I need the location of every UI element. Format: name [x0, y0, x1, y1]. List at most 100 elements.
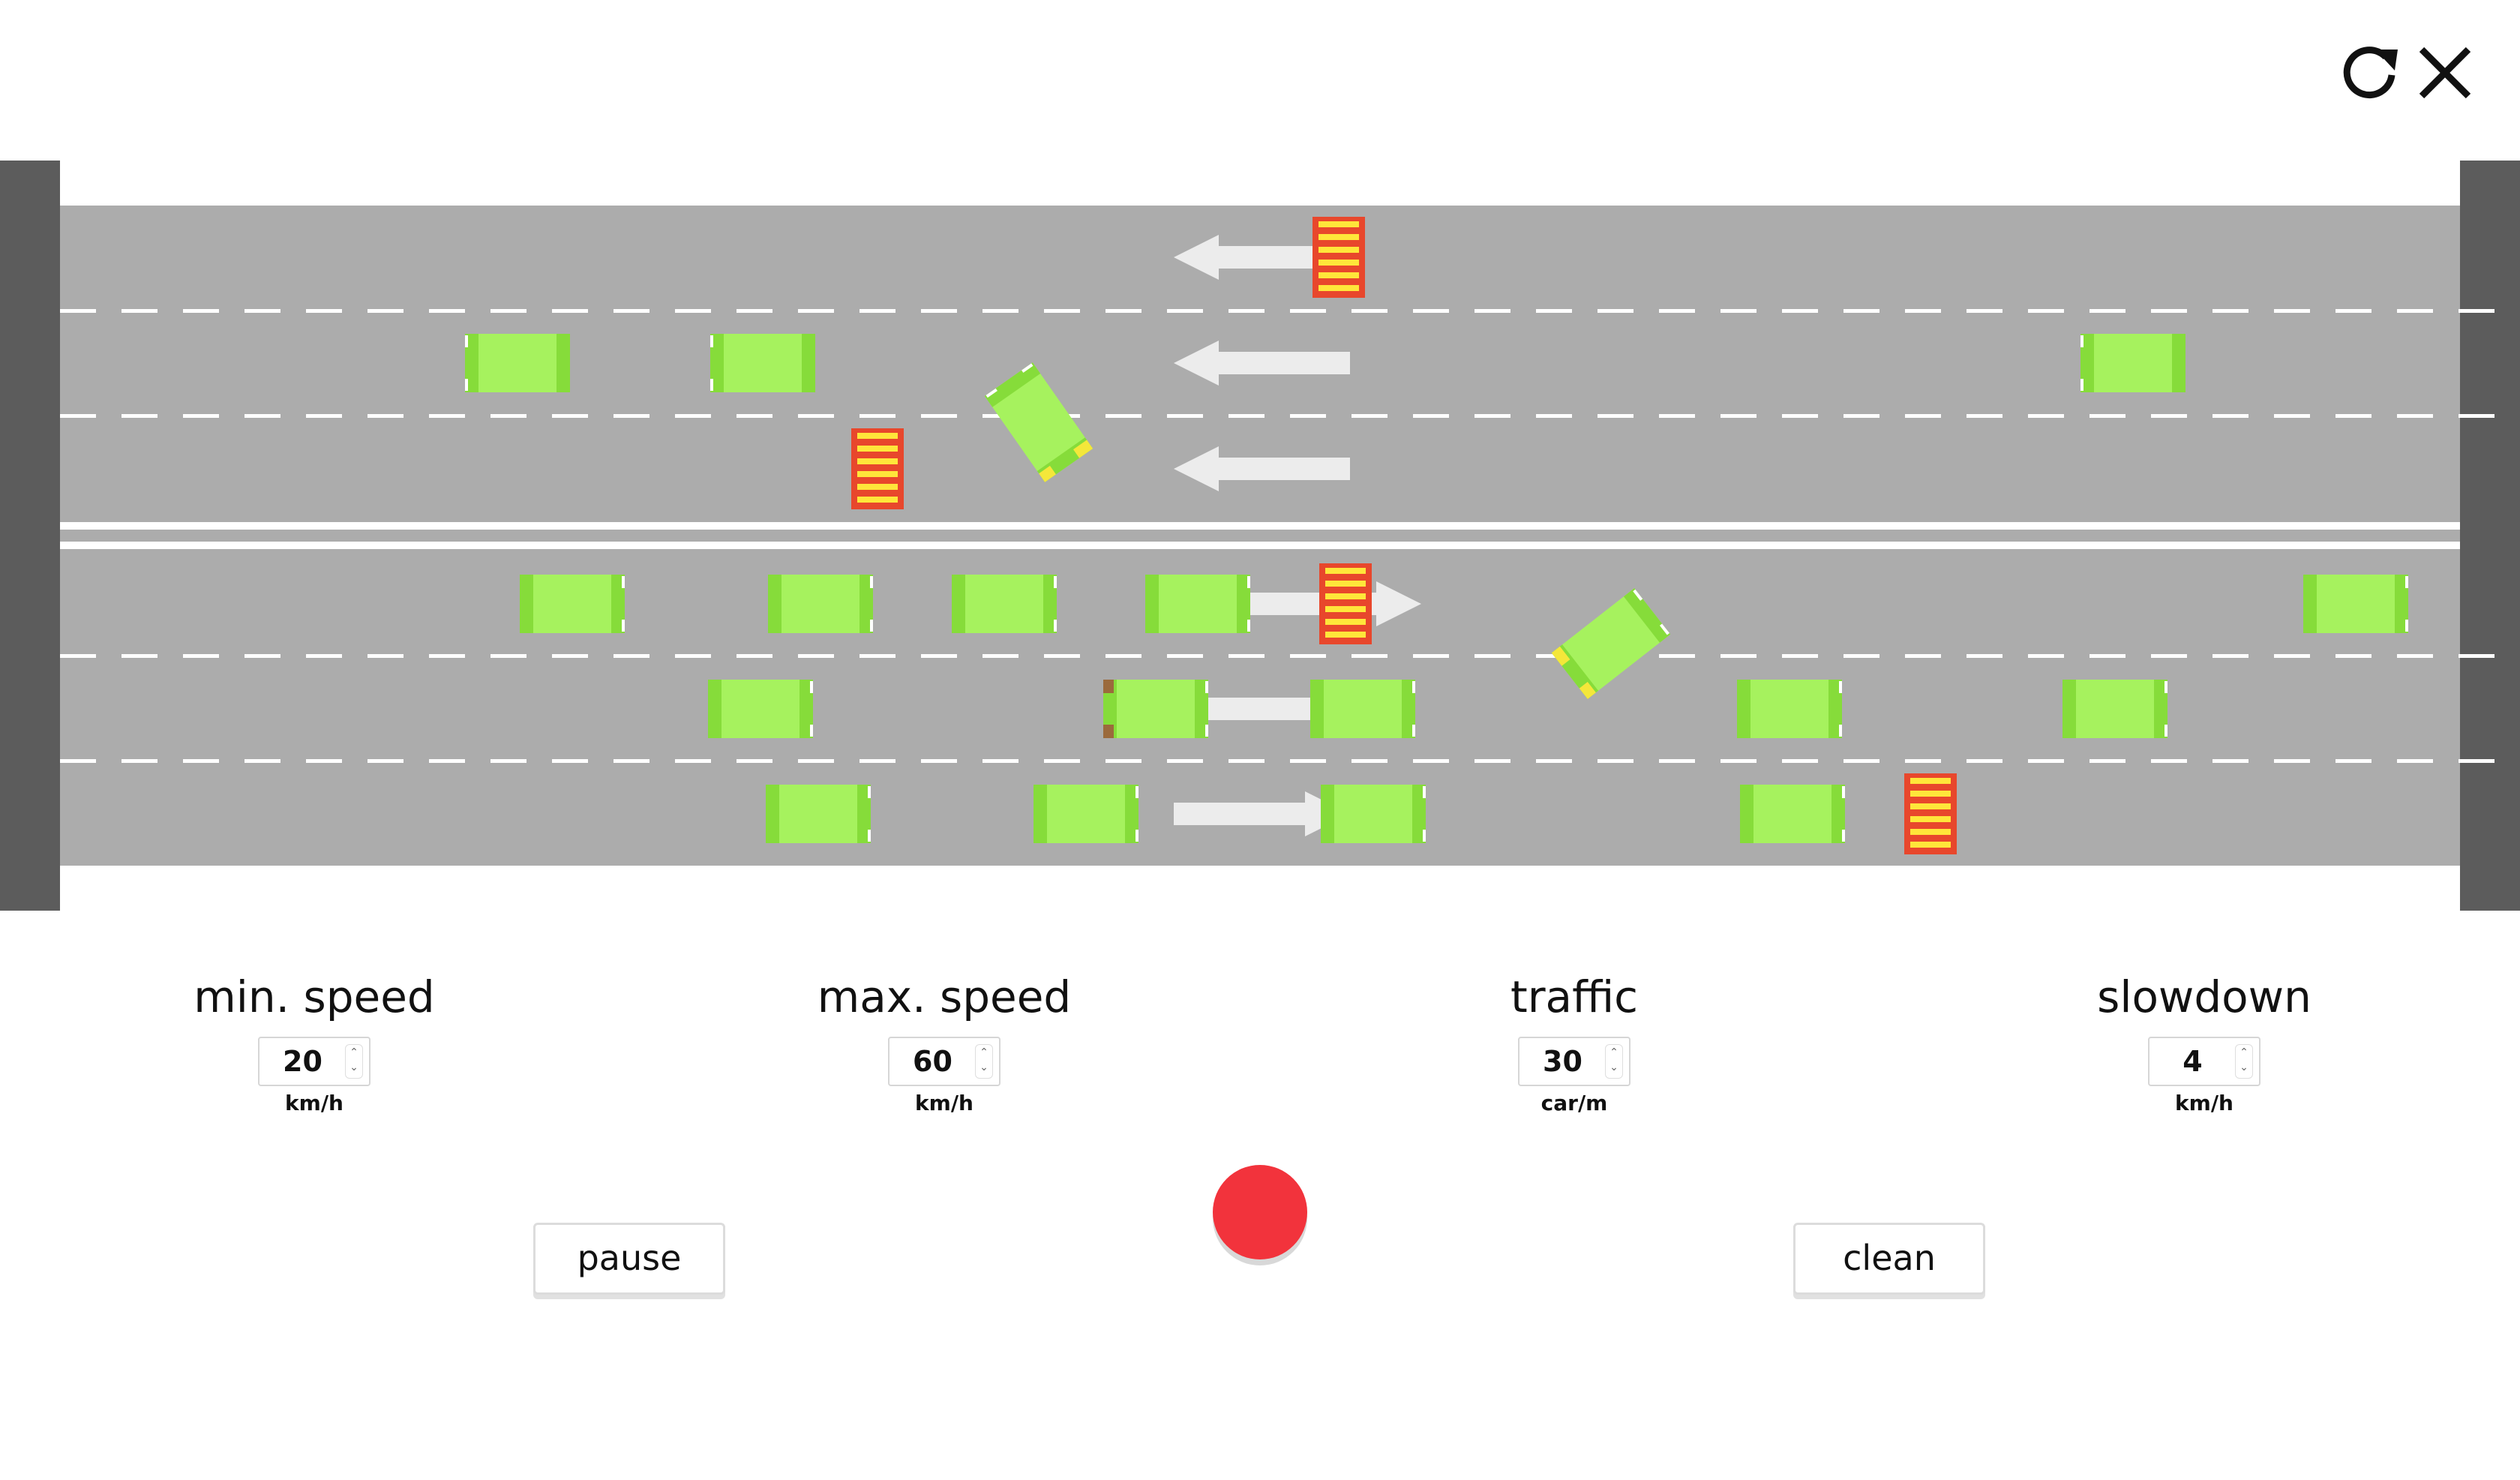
lane-dash [1659, 309, 1695, 313]
lane-dash [736, 309, 772, 313]
lane-dash [1905, 759, 1941, 763]
lane-dash [860, 654, 896, 658]
lane-dash [1474, 654, 1510, 658]
lane-dash [2151, 759, 2187, 763]
slowdown-unit: km/h [2175, 1091, 2234, 1115]
lane-dash [244, 654, 280, 658]
lane-dash [1167, 414, 1203, 418]
car [1310, 680, 1415, 738]
lane-dash [1844, 414, 1880, 418]
lane-dash [1044, 654, 1080, 658]
lane-dash [1044, 309, 1080, 313]
clean-button[interactable]: clean [1793, 1223, 1985, 1295]
max-speed-control: max. speed 60 ⌃⌄ km/h [794, 968, 1094, 1115]
lane-dash [614, 654, 650, 658]
min-speed-value[interactable]: 20 [283, 1045, 322, 1078]
stepper-arrows-icon[interactable]: ⌃⌄ [1605, 1044, 1623, 1079]
max-speed-value[interactable]: 60 [913, 1045, 952, 1078]
lane-dash [675, 309, 711, 313]
car [2080, 334, 2186, 392]
car [1551, 588, 1671, 699]
lane-dash [1474, 414, 1510, 418]
slowdown-value[interactable]: 4 [2182, 1045, 2203, 1078]
lane-dash [2212, 309, 2248, 313]
slowdown-stepper[interactable]: 4 ⌃⌄ [2148, 1037, 2260, 1086]
lane-dash [1228, 309, 1264, 313]
lane-dash [2090, 654, 2126, 658]
lane-dash [1413, 654, 1449, 658]
lane-dash [122, 414, 158, 418]
stepper-arrows-icon[interactable]: ⌃⌄ [975, 1044, 993, 1079]
lane-dash [1167, 759, 1203, 763]
record-button[interactable] [1213, 1165, 1307, 1259]
lane-dash [306, 759, 342, 763]
lane-dash [2336, 654, 2372, 658]
car [710, 334, 815, 392]
car [465, 334, 570, 392]
lane-dash [368, 414, 404, 418]
lane-dash [1782, 654, 1818, 658]
lane-dash [2028, 654, 2064, 658]
cars [465, 334, 2408, 843]
stepper-arrows-icon[interactable]: ⌃⌄ [2235, 1044, 2253, 1079]
lane-dash [1474, 309, 1510, 313]
max-speed-unit: km/h [915, 1091, 974, 1115]
lane-dash [798, 759, 834, 763]
lane-dash [2151, 309, 2187, 313]
pause-button[interactable]: pause [533, 1223, 725, 1295]
lane-dash [2274, 654, 2310, 658]
lane-dash [1598, 414, 1634, 418]
lane-dash [2090, 309, 2126, 313]
lane-dash [490, 654, 526, 658]
lane-dash [1659, 654, 1695, 658]
lane-dash [2212, 414, 2248, 418]
traffic-value[interactable]: 30 [1543, 1045, 1582, 1078]
obstacle-barricade-icon [1319, 563, 1372, 644]
lane-dash [1966, 309, 2002, 313]
lane-dash [244, 414, 280, 418]
lane-dash [1720, 309, 1756, 313]
left-barrier [0, 161, 60, 911]
lane-dash [2028, 309, 2064, 313]
lane-dash [2397, 414, 2433, 418]
highway[interactable] [0, 161, 2520, 911]
max-speed-stepper[interactable]: 60 ⌃⌄ [888, 1037, 1000, 1086]
lane-dash [490, 759, 526, 763]
traffic-stepper[interactable]: 30 ⌃⌄ [1518, 1037, 1630, 1086]
obstacle-barricade-icon [1312, 217, 1365, 298]
lane-dash [1720, 759, 1756, 763]
lane-dash [2336, 759, 2372, 763]
close-icon[interactable] [2411, 39, 2479, 107]
car [2303, 575, 2408, 633]
slowdown-label: slowdown [2097, 971, 2312, 1022]
lane-dash [1536, 759, 1572, 763]
lane-dash [1352, 414, 1388, 418]
min-speed-stepper[interactable]: 20 ⌃⌄ [258, 1037, 370, 1086]
reload-icon[interactable] [2336, 39, 2404, 107]
lane-dash [122, 309, 158, 313]
lane-dash [982, 654, 1018, 658]
lane-markings [60, 309, 2494, 763]
lane-dash [798, 309, 834, 313]
road-surface [60, 206, 2460, 866]
lane-dash [1536, 309, 1572, 313]
lane-dash [490, 414, 526, 418]
lane-dash [921, 414, 957, 418]
stepper-arrows-icon[interactable]: ⌃⌄ [345, 1044, 363, 1079]
lane-dash [122, 654, 158, 658]
lane-dash [429, 759, 465, 763]
lane-dash [1782, 414, 1818, 418]
car [1145, 575, 1250, 633]
lane-dash [1044, 759, 1080, 763]
lane-dash [1536, 414, 1572, 418]
lane-dash [1352, 654, 1388, 658]
lane-dash [675, 414, 711, 418]
car [708, 680, 813, 738]
lane-dash [736, 759, 772, 763]
lane-dash [183, 309, 219, 313]
lane-dash [982, 309, 1018, 313]
lane-dash [1782, 309, 1818, 313]
car [1321, 785, 1426, 843]
lane-dash [1598, 309, 1634, 313]
obstacle-barricade-icon [1904, 773, 1957, 854]
